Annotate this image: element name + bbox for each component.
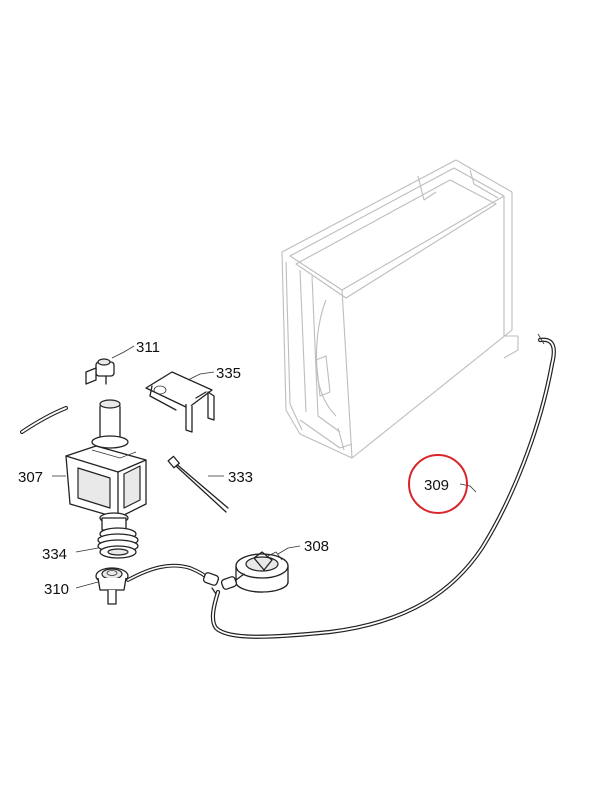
callout-335: 335	[216, 365, 241, 382]
part-310-fitting	[95, 563, 220, 605]
callout-333: 333	[228, 469, 253, 486]
callout-308: 308	[304, 538, 329, 555]
callout-307: 307	[18, 469, 43, 486]
leader-309	[459, 483, 477, 493]
leader-311	[111, 345, 135, 359]
part-307-pump	[20, 399, 147, 531]
part-309-hose	[210, 333, 556, 639]
part-333-cable-tie	[167, 455, 229, 513]
part-335-bracket	[145, 371, 215, 433]
part-308-flowmeter	[220, 551, 289, 593]
callout-311: 311	[136, 339, 160, 356]
highlight-circle-309	[408, 454, 468, 514]
callout-labels: 311 335 307 333 334 310 308 309	[18, 339, 449, 598]
part-311-connector	[85, 358, 115, 385]
leader-lines	[52, 345, 477, 589]
water-tank	[281, 159, 519, 459]
callout-310: 310	[44, 581, 69, 598]
part-334-spring	[97, 527, 139, 559]
leader-308	[277, 545, 301, 555]
leader-334	[75, 547, 99, 553]
leader-310	[75, 581, 99, 589]
callout-334: 334	[42, 546, 67, 563]
leader-335	[187, 371, 215, 381]
callout-309: 309	[424, 477, 449, 494]
